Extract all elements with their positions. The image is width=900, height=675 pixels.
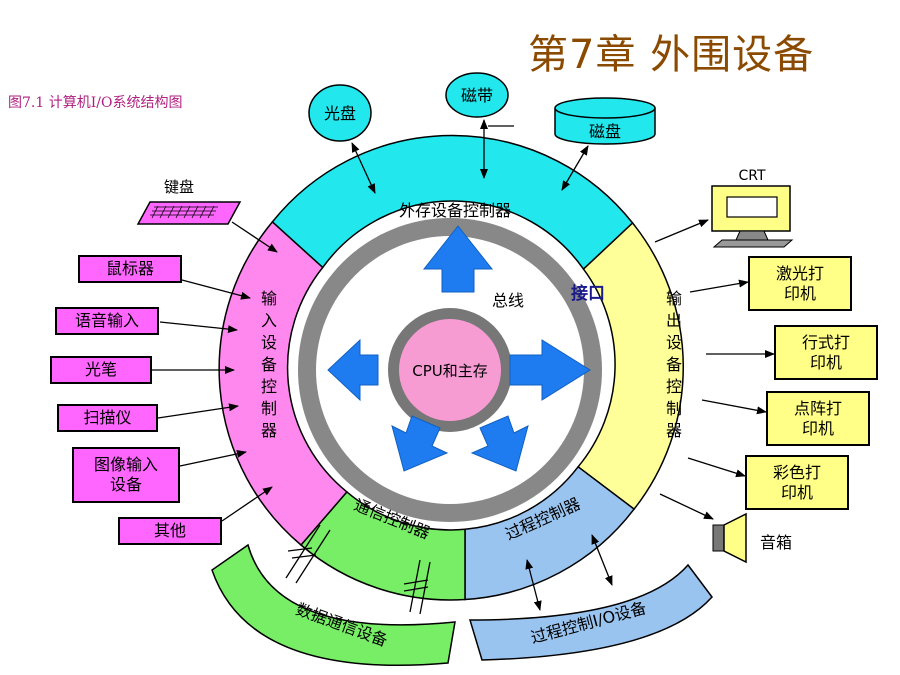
output-controller-label: 输出设备控制器	[663, 290, 682, 444]
light-pen-box: 光笔	[50, 356, 152, 384]
disk-label: 磁盘	[589, 122, 621, 141]
input-controller-label: 输入设备控制器	[258, 290, 277, 444]
color-printer-box: 彩色打印机	[745, 455, 849, 510]
bus-arrow-down-right	[470, 415, 529, 472]
bus-arrow-down-left	[391, 415, 449, 472]
laser-printer-box: 激光打印机	[748, 256, 852, 311]
mouse-box: 鼠标器	[78, 255, 182, 283]
interface-label: 接口	[571, 283, 605, 304]
optical-disk-shape	[308, 84, 372, 142]
keyboard-label: 键盘	[164, 178, 195, 196]
page-title: 第7章 外围设备	[528, 32, 815, 78]
line-printer-box: 行式打印机	[774, 325, 878, 380]
bus-arrow-up	[422, 225, 494, 293]
dot-matrix-printer-box: 点阵打印机	[766, 391, 870, 446]
other-box: 其他	[118, 517, 222, 545]
comm-device-band	[211, 543, 456, 666]
image-input-box: 图像输入设备	[72, 447, 180, 503]
optical-disk-label: 光盘	[324, 104, 356, 123]
bus-arrow-right	[509, 339, 591, 401]
process-device-band	[468, 563, 713, 661]
storage-controller-label: 外存设备控制器	[399, 201, 511, 220]
bus-label: 总线	[492, 291, 524, 310]
bus-arrow-left	[327, 338, 379, 402]
scanner-box: 扫描仪	[57, 404, 158, 432]
keyboard-icon	[136, 201, 242, 225]
voice-input-box: 语音输入	[55, 307, 159, 335]
tape-label: 磁带	[461, 86, 493, 105]
tape-shape	[445, 72, 509, 118]
crt-label: CRT	[738, 168, 765, 184]
speaker-icon	[712, 512, 747, 564]
speaker-label: 音箱	[760, 533, 792, 552]
crt-monitor-icon	[711, 185, 794, 248]
core-label: CPU和主存	[412, 362, 488, 380]
figure-caption: 图7.1 计算机I/O系统结构图	[8, 95, 183, 111]
cpu-memory-core	[399, 319, 501, 421]
